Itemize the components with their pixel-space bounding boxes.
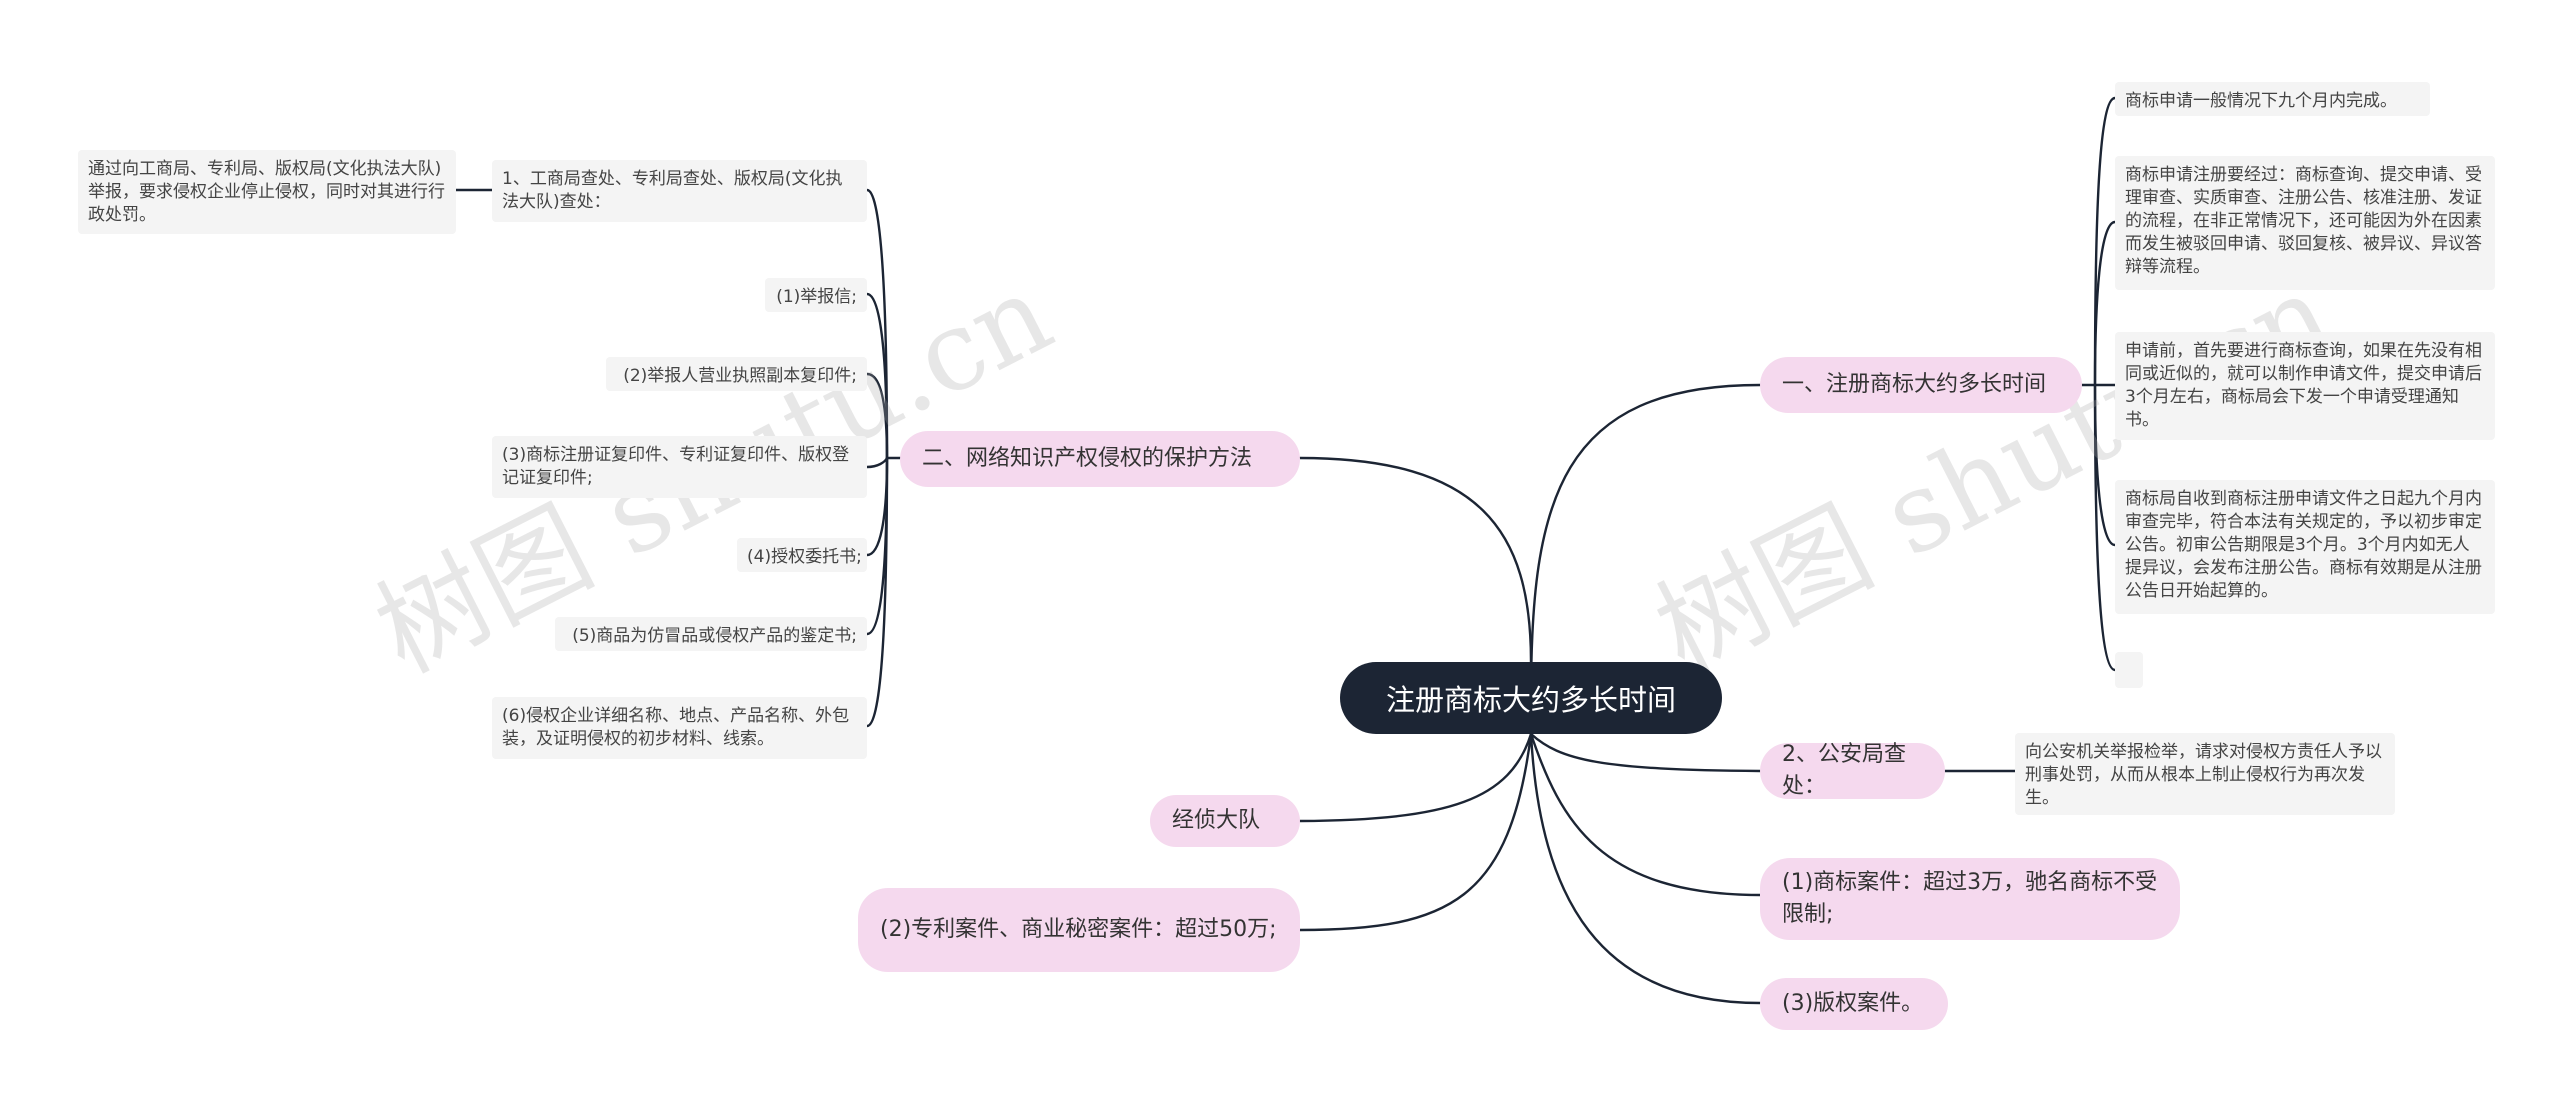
- link-b1-l3: [2093, 383, 2117, 547]
- link-b1-l4: [2093, 383, 2117, 672]
- link-b1-l1: [2093, 220, 2117, 387]
- leaf-b2-0[interactable]: 1、工商局查处、专利局查处、版权局(文化执法大队)查处：: [492, 160, 867, 222]
- leaf-police-detail[interactable]: 向公安机关举报检举，请求对侵权方责任人予以刑事处罚，从而从根本上制止侵权行为再次…: [2015, 733, 2395, 815]
- link-b2-l3: [865, 456, 889, 469]
- link-b2-l2: [865, 372, 889, 460]
- branch-patent-secret-case[interactable]: (2)专利案件、商业秘密案件：超过50万;: [858, 888, 1300, 972]
- link-root-b2: [1298, 456, 1533, 664]
- leaf-b1-2[interactable]: 申请前，首先要进行商标查询，如果在先没有相同或近似的，就可以制作申请文件，提交申…: [2115, 332, 2495, 440]
- link-b2-l0: [865, 188, 889, 460]
- link-b2-l4: [865, 456, 889, 557]
- leaf-b1-0[interactable]: 商标申请一般情况下九个月内完成。: [2115, 82, 2430, 116]
- root-topic[interactable]: 注册商标大约多长时间: [1340, 662, 1722, 734]
- leaf-b2-3[interactable]: (3)商标注册证复印件、专利证复印件、版权登记证复印件;: [492, 436, 867, 498]
- link-root-b1: [1529, 383, 1762, 700]
- leaf-b1-4-empty[interactable]: [2115, 652, 2143, 688]
- leaf-b2-5[interactable]: (5)商品为仿冒品或侵权产品的鉴定书;: [555, 617, 867, 651]
- leaf-b1-1[interactable]: 商标申请注册要经过：商标查询、提交申请、受理审查、实质审查、注册公告、核准注册、…: [2115, 156, 2495, 290]
- branch-copyright-case[interactable]: (3)版权案件。: [1760, 978, 1948, 1030]
- branch-trademark-case[interactable]: (1)商标案件：超过3万，驰名商标不受限制;: [1760, 858, 2180, 940]
- branch-economic-police[interactable]: 经侦大队: [1150, 795, 1300, 847]
- leaf-b2-6[interactable]: (6)侵权企业详细名称、地点、产品名称、外包装，及证明侵权的初步材料、线索。: [492, 697, 867, 759]
- leaf-b2-2[interactable]: (2)举报人营业执照副本复印件;: [606, 357, 867, 391]
- link-root-b3: [1529, 732, 1762, 773]
- branch-police-report[interactable]: 2、公安局查处：: [1760, 742, 1945, 799]
- leaf-b1-3[interactable]: 商标局自收到商标注册申请文件之日起九个月内审查完毕，符合本法有关规定的，予以初步…: [2115, 480, 2495, 614]
- link-root-b7: [1298, 732, 1533, 932]
- link-b2-l6: [865, 456, 889, 728]
- branch-protection-methods[interactable]: 二、网络知识产权侵权的保护方法: [900, 431, 1300, 487]
- leaf-b2-1[interactable]: (1)举报信;: [765, 278, 867, 312]
- link-root-b5: [1529, 732, 1762, 1005]
- leaf-b2-4[interactable]: (4)授权委托书;: [737, 538, 867, 572]
- link-root-b6: [1298, 732, 1533, 823]
- leaf-admin-penalty[interactable]: 通过向工商局、专利局、版权局(文化执法大队)举报，要求侵权企业停止侵权，同时对其…: [78, 150, 456, 234]
- link-root-b4: [1529, 732, 1762, 897]
- branch-register-duration[interactable]: 一、注册商标大约多长时间: [1760, 357, 2082, 413]
